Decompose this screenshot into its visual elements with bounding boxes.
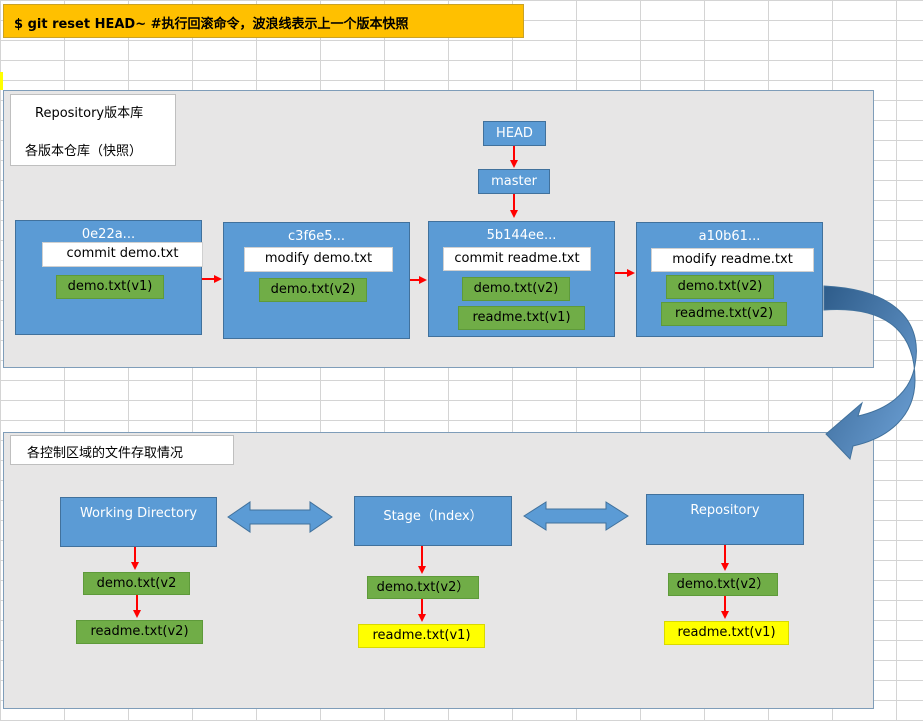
- file-chip: demo.txt(v2): [666, 275, 774, 299]
- file-chip: readme.txt(v1): [458, 306, 585, 330]
- file-chip: demo.txt(v2): [462, 277, 570, 301]
- stage-index-box: Stage（Index）: [354, 496, 512, 546]
- commit-message: modify readme.txt: [651, 248, 814, 272]
- commit-id: 5b144ee...: [486, 228, 557, 243]
- commit-message: commit readme.txt: [443, 247, 591, 271]
- file-chip: readme.txt(v2): [76, 620, 203, 644]
- commit-message: modify demo.txt: [244, 247, 393, 272]
- commit-box-4: a10b61... modify readme.txt demo.txt(v2)…: [636, 222, 823, 337]
- file-chip: demo.txt(v1): [56, 275, 164, 299]
- file-chip: readme.txt(v1): [358, 624, 485, 648]
- master-branch: master: [478, 169, 550, 194]
- file-chip: demo.txt(v2: [83, 572, 190, 595]
- commit-box-1: 0e22a... commit demo.txt demo.txt(v1): [15, 220, 203, 335]
- repository-label-box: Repository版本库 各版本仓库（快照）: [10, 94, 176, 166]
- file-chip: demo.txt(v2）: [367, 576, 479, 599]
- commit-id: a10b61...: [698, 229, 761, 244]
- repository-area-box: Repository: [646, 494, 804, 545]
- file-chip: demo.txt(v2）: [668, 573, 778, 596]
- commit-id: 0e22a...: [81, 227, 136, 242]
- areas-label-box: 各控制区域的文件存取情况: [10, 435, 234, 465]
- commit-box-2: c3f6e5... modify demo.txt demo.txt(v2): [223, 222, 410, 339]
- curved-transition-arrow: [823, 285, 917, 461]
- working-directory-box: Working Directory: [60, 497, 217, 547]
- cell-highlight: [0, 72, 3, 90]
- repository-label-subtitle: 各版本仓库（快照）: [25, 144, 143, 159]
- commit-message: commit demo.txt: [42, 242, 203, 267]
- file-chip: readme.txt(v2): [661, 302, 787, 326]
- double-arrow-right: [523, 501, 629, 531]
- head-pointer: HEAD: [483, 121, 546, 146]
- commit-id: c3f6e5...: [288, 229, 345, 244]
- commit-box-3: 5b144ee... commit readme.txt demo.txt(v2…: [428, 221, 615, 337]
- double-arrow-left: [227, 501, 333, 533]
- file-chip: readme.txt(v1): [664, 621, 789, 645]
- command-title: $ git reset HEAD~ #执行回滚命令，波浪线表示上一个版本快照: [3, 4, 524, 38]
- file-chip: demo.txt(v2): [259, 278, 367, 302]
- repository-label-title: Repository版本库: [35, 106, 144, 121]
